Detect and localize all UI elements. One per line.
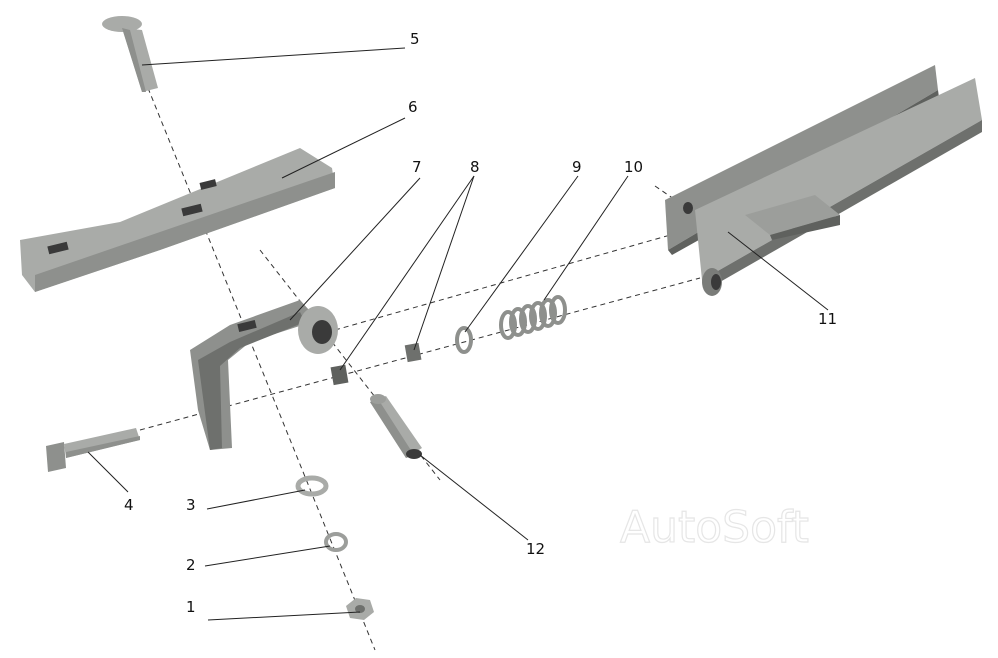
callout-5: 5 [410, 30, 420, 48]
part-10-spring [499, 295, 567, 340]
part-6-plate [20, 148, 335, 292]
callout-10: 10 [624, 158, 643, 176]
watermark: AutoSoft [620, 502, 809, 553]
callout-4: 4 [124, 496, 134, 514]
part-7-lever [190, 300, 338, 450]
callout-8: 8 [470, 158, 480, 176]
part-9-washer [455, 326, 473, 354]
callout-12: 12 [526, 540, 545, 558]
callout-9: 9 [572, 158, 582, 176]
part-4-bolt [46, 428, 140, 472]
callout-3: 3 [186, 496, 196, 514]
callout-1: 1 [186, 598, 196, 616]
part-11-fork-bracket [665, 65, 982, 296]
part-5-pin [102, 16, 158, 92]
callout-labels: 1 2 3 4 5 6 7 8 9 10 11 12 [124, 30, 837, 616]
part-1-nut [346, 598, 374, 620]
part-2-lock-washer [324, 532, 348, 552]
part-8-bushings [330, 342, 422, 386]
callout-2: 2 [186, 556, 196, 574]
part-3-washer [295, 475, 329, 497]
leader-lines [87, 47, 829, 621]
callout-7: 7 [412, 158, 422, 176]
callout-6: 6 [408, 98, 418, 116]
callout-11: 11 [818, 310, 837, 328]
part-12-sleeve [370, 394, 422, 459]
